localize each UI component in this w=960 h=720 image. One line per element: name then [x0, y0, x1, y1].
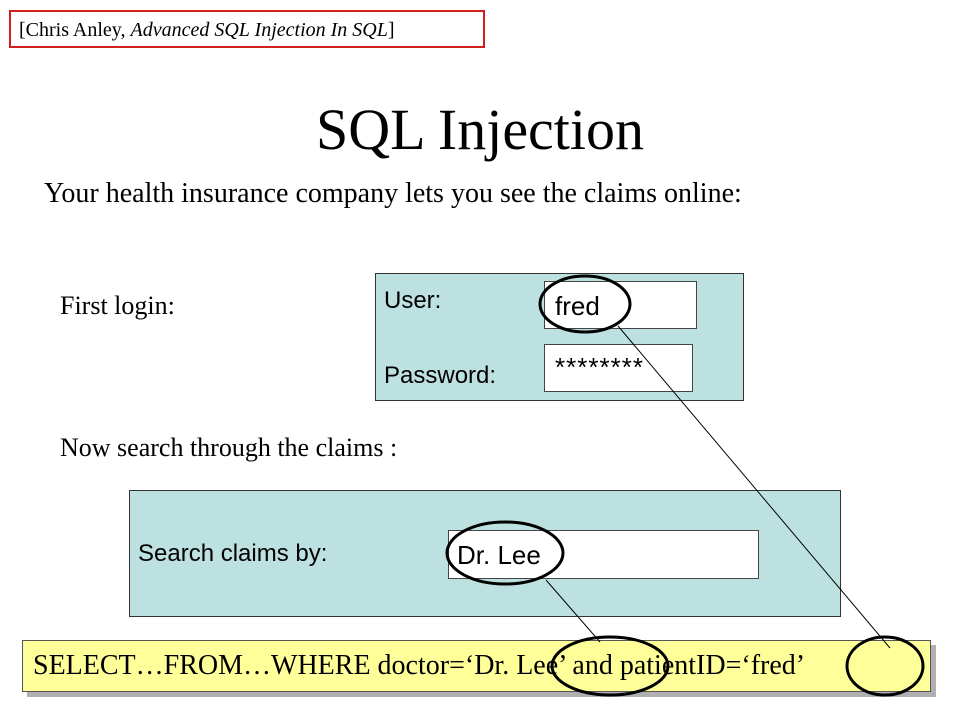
search-heading: Now search through the claims :: [60, 433, 398, 462]
page-title: SQL Injection: [315, 97, 645, 162]
search-label: Search claims by:: [138, 540, 328, 567]
sql-query-bar: SELECT…FROM…WHERE doctor=‘Dr. Lee’ and p…: [22, 640, 931, 692]
intro-text: Your health insurance company lets you s…: [44, 178, 742, 209]
password-label: Password:: [384, 362, 497, 389]
citation-box: [Chris Anley, Advanced SQL Injection In …: [9, 10, 485, 48]
citation-author: [Chris Anley,: [19, 19, 131, 41]
user-input[interactable]: fred: [544, 281, 697, 329]
password-input[interactable]: ********: [544, 344, 693, 392]
first-login-heading: First login:: [60, 291, 175, 320]
user-label: User:: [384, 287, 442, 314]
citation-close: ]: [387, 19, 395, 41]
citation-work: Advanced SQL Injection In SQL: [130, 19, 388, 41]
search-input[interactable]: Dr. Lee: [448, 530, 759, 579]
